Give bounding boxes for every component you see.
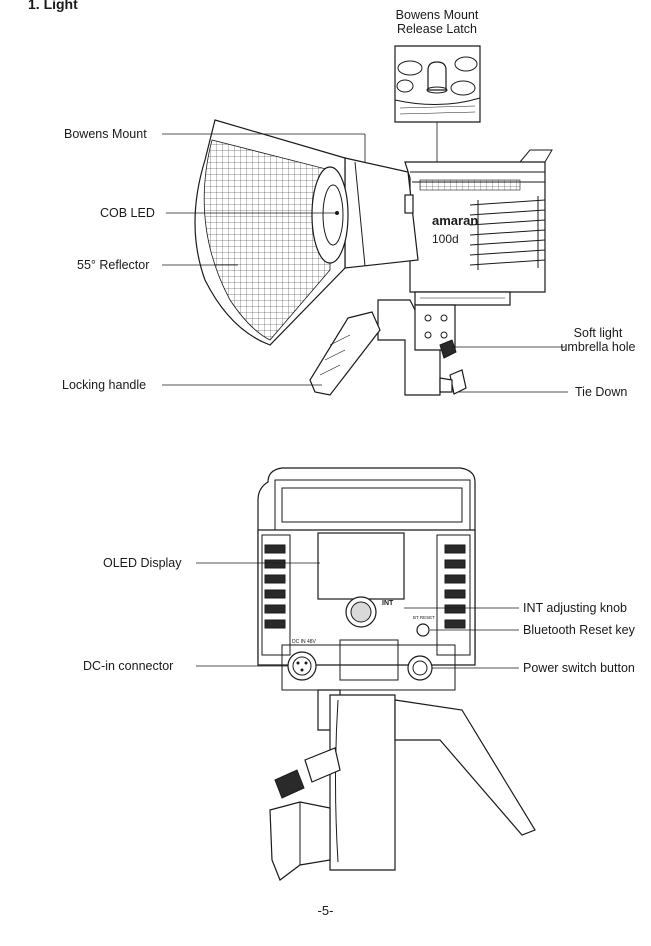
label-locking-handle: Locking handle — [62, 378, 147, 392]
label-int-knob: INT adjusting knob — [523, 601, 627, 615]
rear-stand — [269, 689, 536, 881]
label-release-latch: Bowens Mount Release Latch — [372, 8, 502, 36]
bt-reset-marking: BT RESET — [413, 615, 435, 620]
light-side-view: amaran 100d — [162, 45, 568, 396]
int-marking: INT — [382, 600, 394, 607]
label-reflector: 55° Reflector — [77, 258, 150, 272]
label-power-switch: Power switch button — [523, 661, 635, 675]
brand-label: amaran — [432, 213, 478, 228]
side-fins — [261, 534, 471, 656]
label-release-latch-line2: Release Latch — [397, 22, 477, 36]
locking-handle — [309, 311, 381, 396]
label-umbrella-line1: Soft light — [573, 326, 623, 340]
light-rear-view: INT BT RESET DC IN 48V — [196, 467, 536, 881]
page-number: -5- — [317, 903, 334, 918]
light-housing — [404, 149, 553, 306]
section-heading: 1. Light — [28, 0, 78, 12]
label-bowens-mount: Bowens Mount — [64, 127, 147, 141]
label-oled-display: OLED Display — [103, 556, 182, 570]
label-umbrella-hole: Soft light umbrella hole — [548, 326, 648, 354]
dc-in-marking: DC IN 48V — [292, 639, 317, 645]
label-cob-led: COB LED — [100, 206, 155, 220]
label-umbrella-line2: umbrella hole — [560, 340, 636, 354]
bt-reset-key — [416, 623, 430, 637]
release-latch-inset — [394, 45, 481, 123]
yoke-stand — [377, 299, 467, 396]
label-bt-reset: Bluetooth Reset key — [523, 623, 635, 637]
label-tie-down: Tie Down — [575, 385, 628, 399]
label-release-latch-line1: Bowens Mount — [395, 8, 479, 22]
oled-display — [317, 532, 405, 600]
bowens-mount-ring — [344, 157, 419, 269]
label-dc-in: DC-in connector — [83, 659, 174, 673]
dc-in-connector — [287, 651, 317, 681]
reflector — [194, 119, 349, 346]
model-label: 100d — [432, 232, 459, 246]
power-switch — [407, 655, 433, 681]
